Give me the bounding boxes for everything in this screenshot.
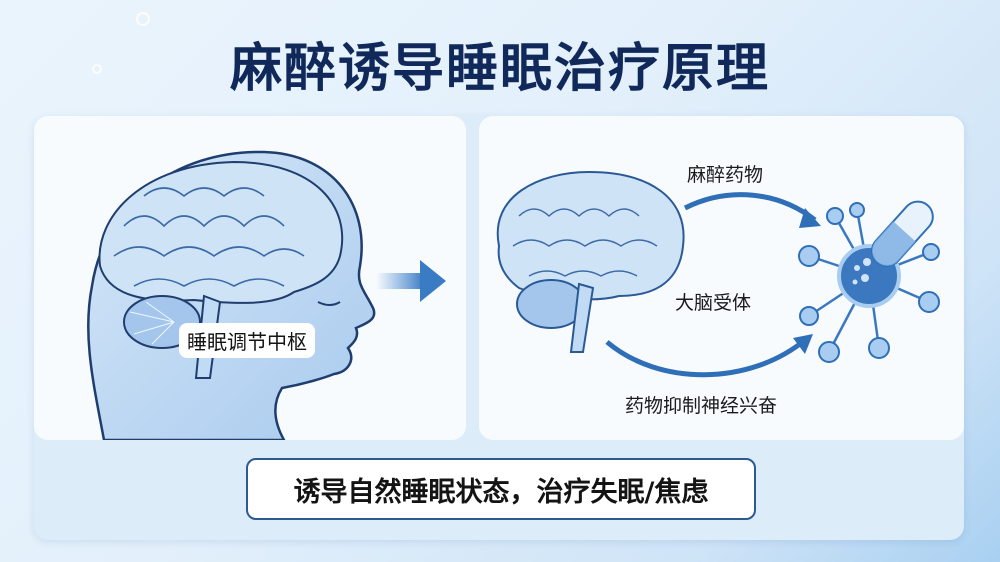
brain-receptor-illustration <box>496 170 940 378</box>
page-title: 麻醉诱导睡眠治疗原理 <box>229 39 770 99</box>
anesthetic-drug-label: 麻醉药物 <box>687 164 764 186</box>
decor-circle <box>136 12 150 26</box>
head-brain-illustration <box>87 150 376 440</box>
brain-receptor-label: 大脑受体 <box>675 292 752 314</box>
decor-circle <box>92 64 102 74</box>
conclusion-box: 诱导自然睡眠状态，治疗失眠/焦虑 <box>246 458 756 520</box>
right-panel: 麻醉药物 大脑受体 药物抑制神经兴奋 <box>479 116 964 440</box>
right-arrow-icon <box>376 260 446 302</box>
sleep-center-label: 睡眠调节中枢 <box>179 323 315 358</box>
neural-inhibition-label: 药物抑制神经兴奋 <box>625 395 778 417</box>
left-panel: 睡眠调节中枢 <box>34 116 466 440</box>
